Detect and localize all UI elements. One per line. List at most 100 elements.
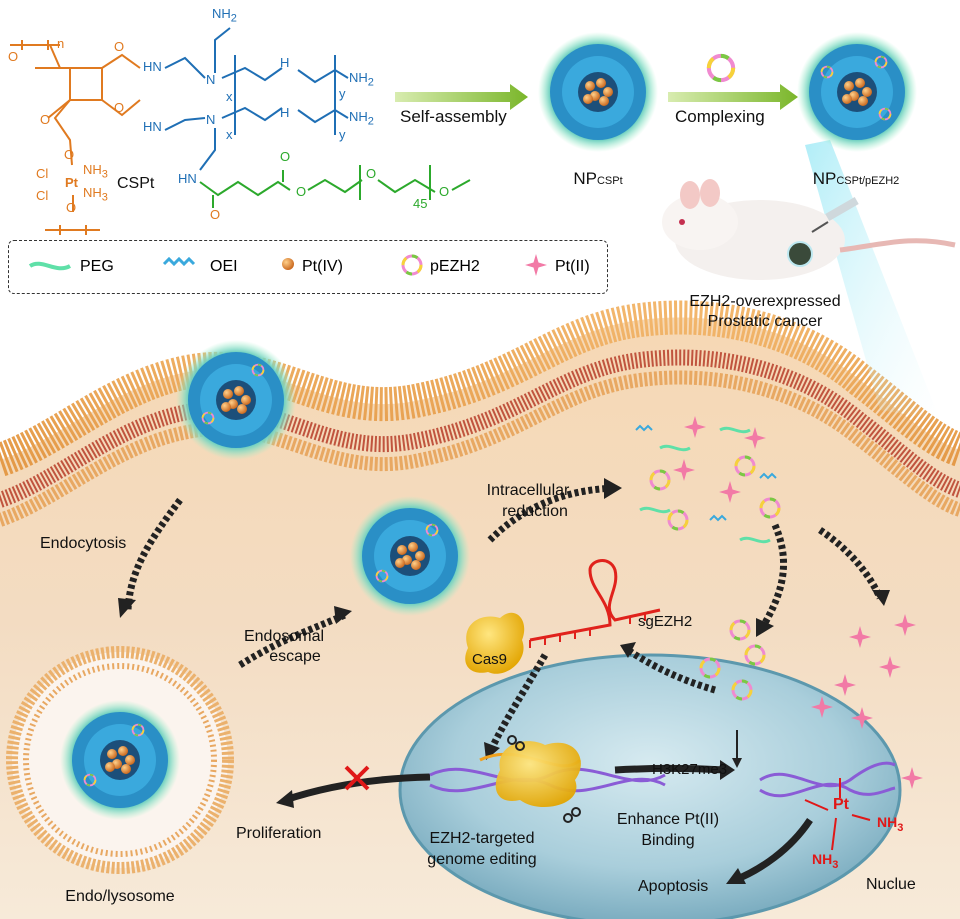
self-assembly-label: Self-assembly bbox=[400, 107, 507, 126]
legend-peg-symbol bbox=[28, 261, 71, 271]
scissors-icon bbox=[507, 735, 581, 823]
enhance-label-1: Enhance Pt(II) bbox=[616, 811, 720, 828]
atom-nh2: NH2 bbox=[349, 70, 374, 89]
h3k27me3-label: H3K27me3 bbox=[652, 761, 728, 778]
atom-o: O bbox=[439, 184, 450, 199]
np-cspt-label: NPCSPt bbox=[573, 169, 623, 188]
to-plasmid-arrow bbox=[759, 523, 788, 630]
proliferation-arrow bbox=[283, 773, 431, 804]
pt-center-label: Pt bbox=[833, 796, 849, 813]
cas9-label: Cas9 bbox=[472, 651, 508, 668]
tumor-label-line2: Prostatic cancer bbox=[707, 313, 823, 330]
atom-n: N bbox=[206, 112, 216, 127]
subscript-x: x bbox=[226, 127, 233, 142]
endosomal-escape-label-2: escape bbox=[269, 648, 321, 665]
legend-box bbox=[8, 240, 608, 294]
atom-o: O bbox=[114, 100, 125, 115]
legend-peg-label: PEG bbox=[80, 258, 114, 275]
cas9-on-dna bbox=[495, 741, 581, 808]
self-assembly-arrow bbox=[395, 84, 528, 110]
atom-nh3: NH3 bbox=[83, 185, 108, 204]
complexing-label: Complexing bbox=[675, 107, 765, 126]
editing-label-2: genome editing bbox=[427, 851, 537, 868]
endosomal-escape-label-1: Endosomal bbox=[243, 628, 325, 645]
atom-o: O bbox=[280, 149, 291, 164]
np-cspt-particle bbox=[538, 32, 658, 152]
arrowheads bbox=[118, 478, 890, 884]
atom-o: O bbox=[114, 39, 125, 54]
cell-membrane-inner bbox=[0, 349, 960, 508]
structure-name: CSPt bbox=[117, 175, 155, 192]
legend-pezh2-label: pEZH2 bbox=[430, 258, 480, 275]
sgezh2-rna bbox=[529, 559, 661, 648]
atom-cl: Cl bbox=[36, 188, 49, 203]
legend-pt4-label: Pt(IV) bbox=[302, 258, 343, 275]
escaped-nanoparticle bbox=[350, 496, 470, 616]
cell-membrane-outer bbox=[0, 300, 960, 477]
escape-arrow bbox=[238, 611, 347, 668]
transcription-arrow bbox=[626, 647, 716, 694]
atom-o: O bbox=[64, 147, 75, 162]
atom-o: O bbox=[366, 166, 377, 181]
atom-nh2: NH2 bbox=[349, 109, 374, 128]
subscript-x: x bbox=[226, 89, 233, 104]
reduction-label-1: Intracellular bbox=[486, 482, 570, 499]
nh3-label-b: NH3 bbox=[812, 851, 839, 871]
endocytosis-arrow bbox=[124, 497, 183, 611]
endocytosis-label: Endocytosis bbox=[40, 535, 127, 552]
mouse-illustration bbox=[662, 179, 956, 280]
atom-o: O bbox=[66, 200, 77, 215]
atom-o: O bbox=[210, 207, 221, 222]
repeat-unit-marker: n bbox=[57, 36, 65, 51]
atom-o: O bbox=[40, 112, 51, 127]
proliferation-label: Proliferation bbox=[236, 825, 322, 842]
atom-h: H bbox=[280, 55, 290, 70]
editing-arrow bbox=[486, 653, 549, 754]
endolysosome-nanoparticle bbox=[60, 700, 180, 820]
atom-nh3: NH3 bbox=[83, 162, 108, 181]
atom-cl: Cl bbox=[36, 166, 49, 181]
subscript-y: y bbox=[339, 86, 346, 101]
atom-hn: HN bbox=[178, 171, 197, 186]
complexing-arrow bbox=[668, 84, 798, 110]
enhance-label-2: Binding bbox=[641, 832, 695, 849]
apoptosis-label: Apoptosis bbox=[638, 878, 709, 895]
cell-membrane-base bbox=[0, 370, 960, 527]
endolysosome-label: Endo/lysosome bbox=[65, 888, 175, 905]
reduction-arrow bbox=[487, 484, 616, 543]
legend-pt2-label: Pt(II) bbox=[555, 258, 590, 275]
editing-label-1: EZH2-targeted bbox=[429, 830, 535, 847]
nucleus-label: Nuclue bbox=[866, 876, 916, 893]
membrane-nanoparticle bbox=[176, 340, 296, 460]
atom-pt: Pt bbox=[65, 175, 78, 190]
enhance-arrow bbox=[614, 765, 726, 774]
reduction-label-2: reduction bbox=[502, 503, 568, 520]
atom-n: N bbox=[206, 72, 216, 87]
subscript-y: y bbox=[339, 127, 346, 142]
syringe-icon bbox=[811, 197, 859, 233]
plasmid-icon bbox=[709, 56, 733, 80]
blocked-x-icon bbox=[344, 765, 370, 791]
nh3-label-a: NH3 bbox=[877, 814, 904, 834]
atom-h: H bbox=[280, 105, 290, 120]
released-components bbox=[635, 416, 923, 789]
subscript-45: 45 bbox=[413, 196, 428, 211]
np-cspt-pezh2-particle bbox=[797, 32, 917, 152]
dna-pt-binding bbox=[759, 761, 896, 851]
flow-arrows bbox=[124, 484, 884, 884]
legend-oei-label: OEI bbox=[210, 258, 238, 275]
legend-pt4-symbol bbox=[282, 258, 294, 270]
np-cspt-pezh2-label: NPCSPt/pEZH2 bbox=[812, 169, 900, 188]
atom-o: O bbox=[296, 184, 307, 199]
legend-oei-symbol bbox=[162, 256, 196, 267]
atom-hn: HN bbox=[143, 59, 162, 74]
sgezh2-label: sgEZH2 bbox=[638, 613, 693, 630]
atom-hn: HN bbox=[143, 119, 162, 134]
h3k27me3-arrowhead bbox=[732, 758, 742, 768]
tumor-label-line1: EZH2-overexpressed bbox=[689, 293, 841, 310]
atom-o: O bbox=[8, 49, 19, 64]
apoptosis-arrow bbox=[733, 818, 813, 884]
cas9-protein bbox=[465, 612, 525, 674]
atom-nh2: NH2 bbox=[212, 6, 237, 25]
